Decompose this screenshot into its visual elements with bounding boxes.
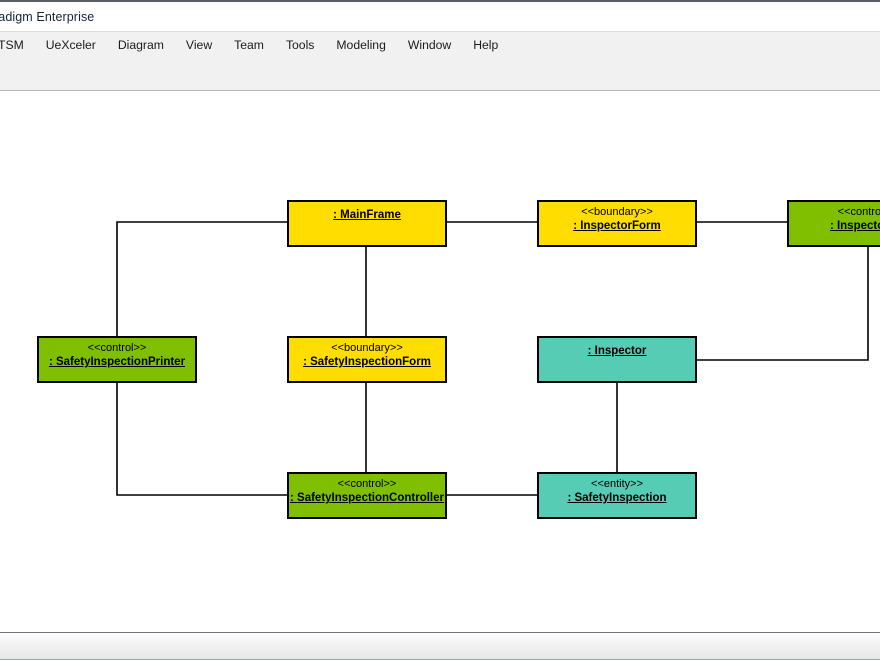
menu-item-window[interactable]: Window: [407, 38, 452, 53]
node-stereotype: <<control>>: [337, 478, 397, 490]
menu-item-tools[interactable]: Tools: [285, 38, 315, 53]
link-safetyinspectionprinter-to-safetyinspectioncontroller[interactable]: [116, 383, 287, 496]
node-instance-name: : SafetyInspectionPrinter: [48, 356, 186, 368]
node-instance-name: : SafetyInspectionController: [290, 492, 444, 504]
diagram-node-safetyinspection[interactable]: <<entity>> : SafetyInspection: [537, 472, 697, 519]
diagram-node-safetyinspectionform[interactable]: <<boundary>> : SafetyInspectionForm: [287, 336, 447, 383]
node-instance-name: : MainFrame: [333, 209, 401, 221]
menu-bar[interactable]: TSM UeXceler Diagram View Team Tools Modeling W…: [0, 31, 880, 59]
node-instance-name: : InspectorCo: [829, 220, 880, 232]
node-stereotype: <<control>>: [837, 206, 880, 218]
menu-item-help[interactable]: Help: [473, 38, 499, 53]
menu-item-team[interactable]: Team: [234, 38, 264, 53]
menu-item-view[interactable]: View: [185, 38, 213, 53]
node-instance-name: : InspectorForm: [573, 220, 661, 232]
node-stereotype: <<control>>: [87, 342, 147, 354]
diagram-connectors-layer: [116, 221, 869, 496]
node-instance-name: : SafetyInspectionForm: [303, 356, 431, 368]
node-instance-name: : Inspector: [587, 345, 647, 357]
toolbar-strip: [0, 59, 880, 91]
diagram-node-safetyinspectionprinter[interactable]: <<control>> : SafetyInspectionPrinter: [37, 336, 197, 383]
title-bar: radigm Enterprise: [0, 2, 880, 31]
diagram-node-inspector[interactable]: : Inspector: [537, 336, 697, 383]
diagram-node-inspectorform[interactable]: <<boundary>> : InspectorForm: [537, 200, 697, 247]
menu-item-uexceler[interactable]: UeXceler: [45, 38, 96, 53]
status-bar-text: [0, 633, 880, 643]
diagram-node-safetyinspectioncontroller[interactable]: <<control>> : SafetyInspectionController: [287, 472, 447, 519]
menu-item-diagram[interactable]: Diagram: [117, 38, 164, 53]
node-stereotype: <<boundary>>: [581, 206, 653, 218]
diagram-canvas[interactable]: : MainFrame<<boundary>>: InspectorForm<<…: [0, 91, 880, 632]
link-inspectorcontroller-to-inspector[interactable]: [697, 247, 869, 361]
node-stereotype: <<entity>>: [591, 478, 643, 490]
menu-item-modeling[interactable]: Modeling: [336, 38, 386, 53]
diagram-node-mainframe[interactable]: : MainFrame: [287, 200, 447, 247]
link-mainframe-to-safetyinspectionprinter[interactable]: [116, 221, 287, 360]
diagram-node-inspectorcontroller[interactable]: <<control>> : InspectorCo: [787, 200, 880, 247]
node-stereotype: <<boundary>>: [331, 342, 403, 354]
menu-item-tsm[interactable]: TSM: [0, 38, 24, 53]
node-instance-name: : SafetyInspection: [567, 492, 667, 504]
window-title: radigm Enterprise: [0, 9, 95, 24]
status-bar: [0, 632, 880, 660]
